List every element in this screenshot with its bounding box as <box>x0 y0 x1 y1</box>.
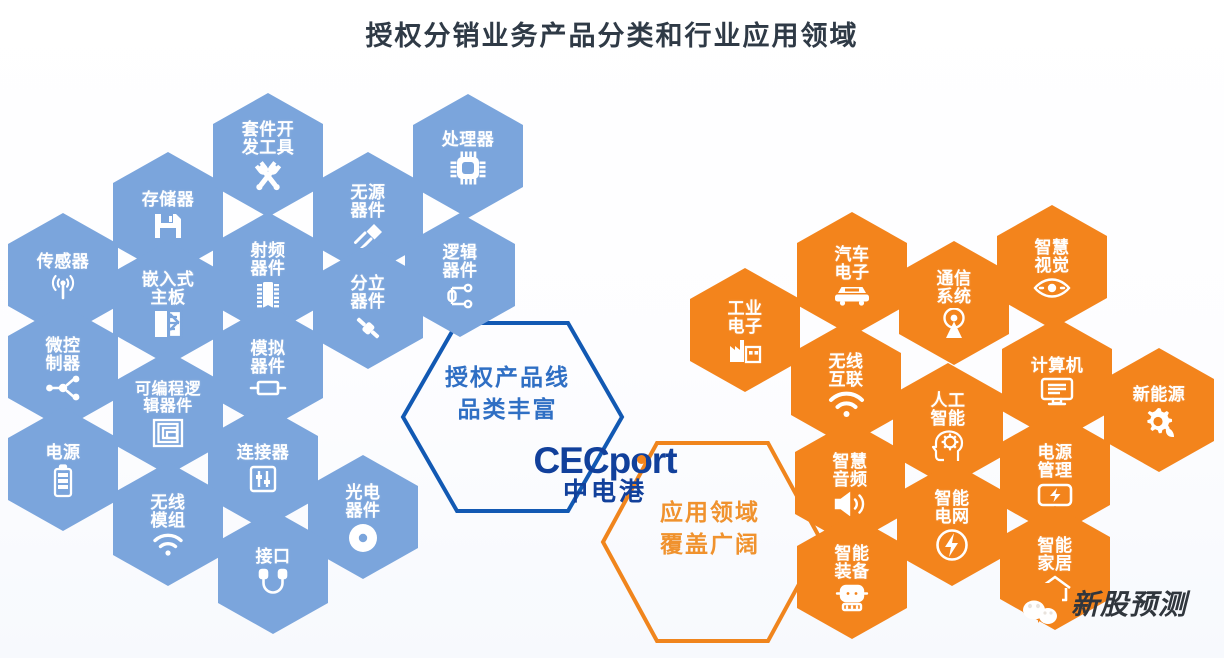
processor-icon <box>450 151 486 185</box>
right-callout-text: 应用领域 覆盖广阔 <box>660 500 760 557</box>
application-domain-label: 智能 家居 <box>1037 535 1073 573</box>
rf-icon <box>255 280 281 310</box>
product-category-label: 光电 器件 <box>345 482 381 520</box>
fpga-icon <box>152 418 184 448</box>
analog-icon <box>249 378 287 398</box>
car-icon <box>833 284 871 306</box>
wifi-module-icon <box>150 532 186 558</box>
page-title: 授权分销业务产品分类和行业应用领域 <box>365 21 859 51</box>
product-category-label: 无源 器件 <box>350 182 386 220</box>
power-mgmt-icon <box>1037 482 1073 508</box>
application-domain-hexagon[interactable]: 智能 装备 <box>797 515 907 639</box>
application-domain-label: 通信 系统 <box>936 268 972 306</box>
product-category-hexagon[interactable]: 无线 模组 <box>113 462 223 586</box>
left-callout-text: 授权产品线 品类丰富 <box>445 365 570 422</box>
product-category-hexagon[interactable]: 电源 <box>8 407 118 531</box>
product-category-label: 逻辑 器件 <box>442 242 478 280</box>
product-category-label: 连接器 <box>236 442 290 462</box>
bolt-icon <box>935 528 969 562</box>
speaker-icon <box>833 491 867 517</box>
wechat-badge-icon <box>1018 580 1066 626</box>
product-category-hexagon[interactable]: 处理器 <box>413 94 523 218</box>
antenna-icon <box>937 308 971 340</box>
product-category-hexagon[interactable]: 套件开 发工具 <box>213 93 323 217</box>
watermark: 新股预测 <box>1018 580 1187 626</box>
optical-icon <box>347 522 379 554</box>
cecport-logo: CECport 中电港 <box>505 442 705 505</box>
discrete-icon <box>351 313 385 343</box>
application-domain-hexagon[interactable]: 智慧 视觉 <box>997 205 1107 329</box>
logo-cn-text: 中电港 <box>562 479 647 506</box>
wifi-icon <box>827 391 865 419</box>
product-category-label: 传感器 <box>36 251 90 271</box>
product-category-label: 射频 器件 <box>250 240 286 278</box>
product-category-hexagon[interactable]: 连接器 <box>208 405 318 529</box>
connector-icon <box>248 464 278 494</box>
application-domain-label: 无线 互联 <box>828 351 864 389</box>
product-category-hexagon[interactable]: 接口 <box>218 510 328 634</box>
application-domain-label: 智慧 音频 <box>832 451 868 489</box>
application-domain-hexagon[interactable]: 智能 家居 <box>1000 506 1110 630</box>
product-category-label: 接口 <box>255 546 291 566</box>
sensor-icon <box>46 273 80 301</box>
product-category-label: 无线 模组 <box>150 492 186 530</box>
interface-icon <box>257 568 289 600</box>
application-domain-hexagon[interactable]: 通信 系统 <box>899 241 1009 365</box>
application-domain-hexagon[interactable]: 工业 电子 <box>690 268 800 392</box>
application-domain-label: 工业 电子 <box>727 298 763 336</box>
product-category-label: 分立 器件 <box>350 273 386 311</box>
gear-leaf-icon <box>1142 406 1176 438</box>
product-category-hexagon[interactable]: 可编程逻 辑器件 <box>113 351 223 475</box>
product-category-hexagon[interactable]: 嵌入式 主板 <box>113 241 223 365</box>
application-domain-label: 新能源 <box>1132 384 1186 404</box>
application-domain-label: 智慧 视觉 <box>1034 237 1070 275</box>
factory-icon <box>727 338 763 364</box>
application-domain-label: 人工 智能 <box>930 390 966 428</box>
logo-latin-text: CECport <box>533 440 677 481</box>
ai-head-icon <box>931 430 965 462</box>
right-callout-outline <box>600 440 825 645</box>
product-category-label: 可编程逻 辑器件 <box>134 380 201 415</box>
left-callout-outline <box>400 320 625 515</box>
watermark-text: 新股预测 <box>1071 590 1188 621</box>
product-category-label: 模拟 器件 <box>250 338 286 376</box>
application-domain-label: 智能 电网 <box>934 488 970 526</box>
product-category-label: 微控 制器 <box>45 335 81 373</box>
mcu-icon <box>45 375 81 401</box>
eye-icon <box>1033 277 1071 299</box>
robot-icon <box>835 583 869 613</box>
logic-icon <box>443 282 477 310</box>
application-domain-hexagon[interactable]: 汽车 电子 <box>797 212 907 336</box>
product-category-label: 套件开 发工具 <box>241 119 295 157</box>
computer-icon <box>1039 377 1075 407</box>
memory-icon <box>153 211 183 241</box>
tools-icon <box>246 159 290 193</box>
application-domain-label: 汽车 电子 <box>834 244 870 282</box>
logo-o-dot: o <box>630 442 653 479</box>
battery-icon <box>51 464 75 498</box>
product-category-label: 嵌入式 主板 <box>141 269 195 307</box>
board-icon <box>152 309 184 339</box>
application-domain-hexagon[interactable]: 智能 电网 <box>897 462 1007 586</box>
application-domain-label: 电源 管理 <box>1037 442 1073 480</box>
passive-icon <box>351 222 385 249</box>
product-category-label: 存储器 <box>141 189 195 209</box>
application-domain-label: 智能 装备 <box>834 543 870 581</box>
application-domain-hexagon[interactable]: 新能源 <box>1104 348 1214 472</box>
product-category-label: 处理器 <box>441 129 495 149</box>
product-category-label: 电源 <box>45 442 81 462</box>
application-domain-label: 计算机 <box>1030 355 1084 375</box>
